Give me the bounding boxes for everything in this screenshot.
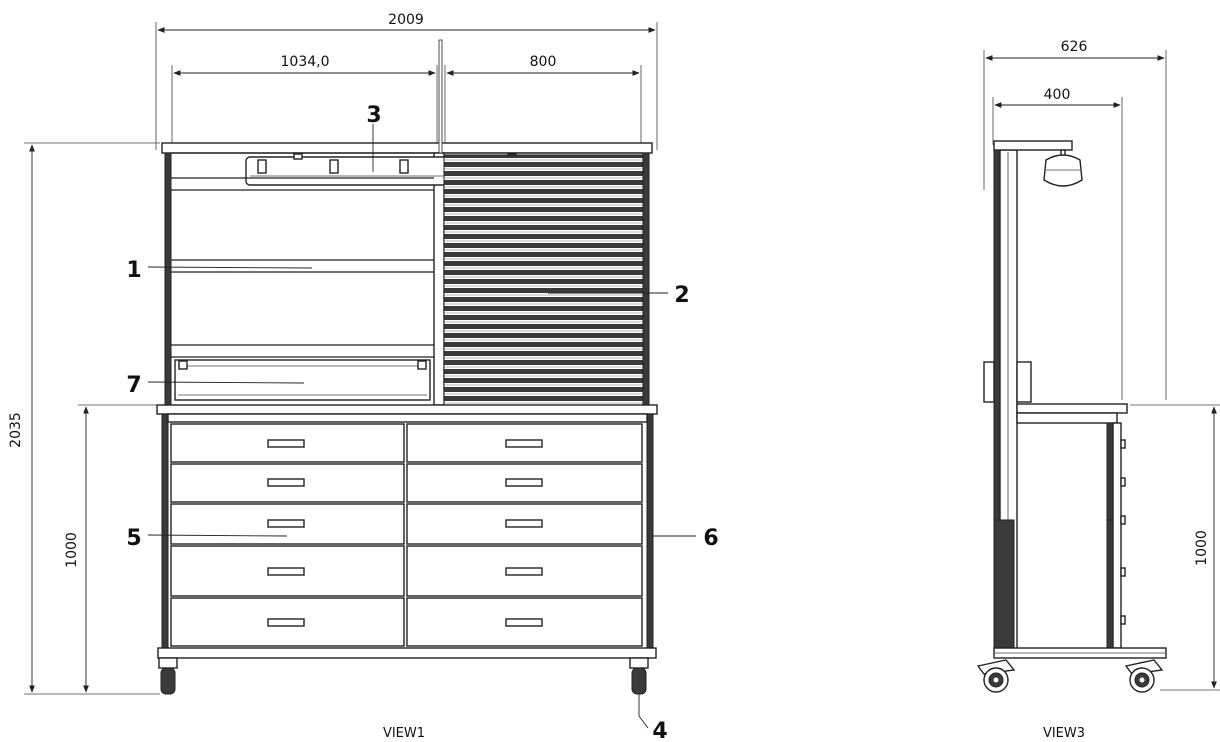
drawer-handle: [267, 618, 305, 627]
dimension-upper-depth: 400: [992, 87, 1123, 400]
callout-5: 5: [126, 526, 141, 551]
drawer-handle: [267, 478, 305, 487]
dimension-overall-height: 2035: [8, 142, 160, 695]
dimension-label: 2035: [8, 412, 24, 448]
drawer-grid: [170, 423, 643, 647]
lamp-shade: [1043, 154, 1083, 187]
drawer-row: [170, 545, 643, 597]
view-label-front: VIEW1: [383, 726, 425, 741]
side-caster-right: [1124, 659, 1164, 693]
drawer-row: [170, 463, 643, 503]
view-label-side: VIEW3: [1043, 726, 1085, 741]
drawer-handle: [267, 567, 305, 576]
dimension-side-worktop-height: 1000: [1130, 404, 1220, 691]
lower-compartment: [174, 359, 431, 401]
drawer[interactable]: [170, 545, 405, 597]
dimension-overall-depth: 626: [983, 39, 1167, 400]
drawer-row: [170, 423, 643, 463]
callout-2: 2: [674, 283, 689, 308]
callout-6: 6: [703, 526, 718, 551]
drawer-handle: [505, 567, 543, 576]
front-view: 2009 1034,0 800 2035 1000: [8, 12, 719, 742]
side-frame: [983, 140, 1167, 659]
drawer-row: [170, 503, 643, 545]
side-view: 626 400 1000: [976, 39, 1220, 741]
worktop: [156, 404, 658, 415]
drawer-handle: [505, 478, 543, 487]
drawer-handle: [267, 519, 305, 528]
drawer-handle: [505, 519, 543, 528]
callout-7: 7: [126, 373, 141, 398]
dimension-right-section: 800: [444, 54, 642, 150]
dimension-label: 2009: [388, 12, 424, 28]
callout-1: 1: [126, 258, 141, 283]
dimension-left-section: 1034,0: [171, 54, 438, 150]
dimension-label: 626: [1061, 39, 1088, 55]
drawer-handle: [267, 439, 305, 448]
caster-right: [629, 657, 649, 695]
dimension-label: 800: [530, 54, 557, 70]
caster-left: [158, 657, 178, 695]
dimension-label: 1000: [1194, 530, 1210, 566]
callout-leaders: [147, 124, 696, 729]
callout-4: 4: [652, 719, 667, 742]
callout-3: 3: [366, 103, 381, 128]
drawer-handle: [505, 439, 543, 448]
drawer-row: [170, 597, 643, 647]
dimension-worktop-height: 1000: [64, 404, 160, 693]
open-shelving: [171, 177, 434, 358]
side-caster-left: [976, 659, 1016, 693]
dimension-label: 400: [1044, 87, 1071, 103]
drawer-handle: [505, 618, 543, 627]
dimension-label: 1000: [64, 532, 80, 568]
roller-shutter: [443, 154, 644, 406]
dimension-label: 1034,0: [281, 54, 330, 70]
dimension-overall-width: 2009: [155, 12, 658, 150]
